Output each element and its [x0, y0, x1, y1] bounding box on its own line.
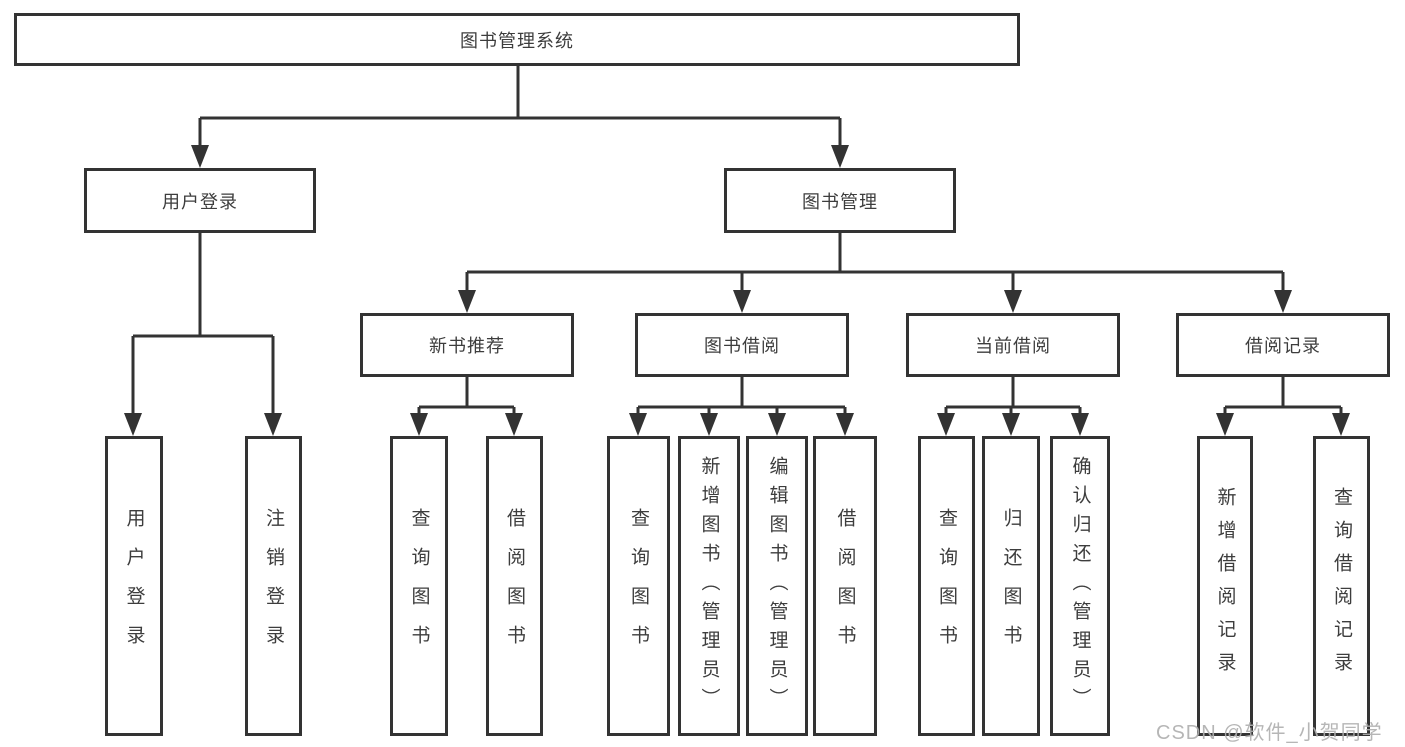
- leaf-query-borrow-record: 查询借阅记录: [1313, 436, 1370, 736]
- node-current-borrowing: 当前借阅: [906, 313, 1120, 377]
- leaf-add-borrow-record: 新增借阅记录: [1197, 436, 1253, 736]
- leaf-borrow-books-recommend-label: 借阅图书: [504, 508, 525, 664]
- leaf-user-login: 用户登录: [105, 436, 163, 736]
- node-borrowing-records-label: 借阅记录: [1245, 336, 1321, 356]
- leaf-borrow-books-recommend: 借阅图书: [486, 436, 543, 736]
- leaf-query-books-recommend: 查询图书: [390, 436, 448, 736]
- leaf-query-books-borrowing: 查询图书: [607, 436, 670, 736]
- leaf-confirm-return-admin-label: 确认归还（管理员）: [1069, 455, 1091, 717]
- leaf-edit-books-admin: 编辑图书（管理员）: [746, 436, 808, 736]
- node-book-management: 图书管理: [724, 168, 956, 233]
- leaf-logout-label: 注销登录: [263, 508, 284, 664]
- leaf-return-books-label: 归还图书: [1000, 508, 1022, 664]
- leaf-query-borrow-record-label: 查询借阅记录: [1331, 487, 1352, 685]
- node-new-book-recommend: 新书推荐: [360, 313, 574, 377]
- node-current-borrowing-label: 当前借阅: [975, 336, 1051, 356]
- leaf-query-books-recommend-label: 查询图书: [408, 508, 430, 664]
- leaf-query-books-borrowing-label: 查询图书: [628, 508, 649, 664]
- node-root-label: 图书管理系统: [460, 30, 574, 51]
- node-book-management-label: 图书管理: [802, 191, 878, 212]
- leaf-borrow-books-borrowing-label: 借阅图书: [834, 508, 856, 664]
- leaf-user-login-label: 用户登录: [123, 508, 145, 664]
- node-new-book-recommend-label: 新书推荐: [429, 336, 505, 356]
- node-user-login-label: 用户登录: [162, 191, 238, 212]
- leaf-confirm-return-admin: 确认归还（管理员）: [1050, 436, 1110, 736]
- node-root: 图书管理系统: [14, 13, 1020, 66]
- node-book-borrowing-label: 图书借阅: [704, 336, 780, 356]
- leaf-logout: 注销登录: [245, 436, 302, 736]
- leaf-return-books: 归还图书: [982, 436, 1040, 736]
- leaf-query-books-current: 查询图书: [918, 436, 975, 736]
- leaf-edit-books-admin-label: 编辑图书（管理员）: [766, 455, 788, 717]
- arrowhead-icons: [124, 145, 1350, 436]
- leaf-add-books-admin-label: 新增图书（管理员）: [698, 455, 720, 717]
- node-borrowing-records: 借阅记录: [1176, 313, 1390, 377]
- leaf-add-books-admin: 新增图书（管理员）: [678, 436, 740, 736]
- node-user-login: 用户登录: [84, 168, 316, 233]
- leaf-borrow-books-borrowing: 借阅图书: [813, 436, 877, 736]
- leaf-query-books-current-label: 查询图书: [936, 508, 957, 664]
- node-book-borrowing: 图书借阅: [635, 313, 849, 377]
- leaf-add-borrow-record-label: 新增借阅记录: [1214, 487, 1236, 685]
